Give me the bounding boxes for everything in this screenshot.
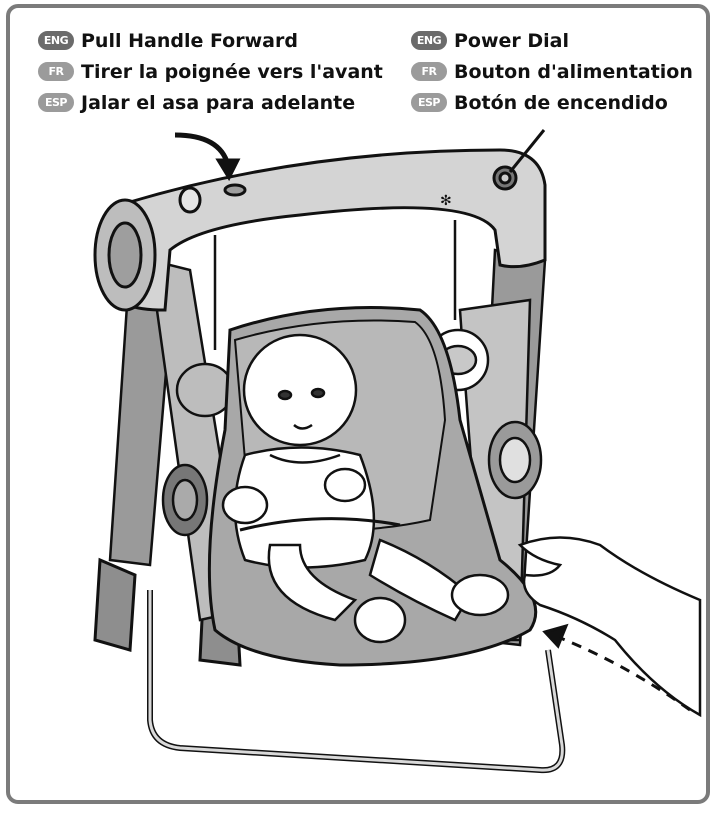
- lang-badge-esp: ESP: [411, 93, 447, 112]
- pull-handle-label-fr: Tirer la poignée vers l'avant: [81, 61, 383, 83]
- label-row-esp: ESP Jalar el asa para adelante: [38, 88, 383, 117]
- label-row-fr: FR Bouton d'alimentation: [411, 57, 693, 86]
- label-row-eng: ENG Power Dial: [411, 26, 693, 55]
- left-label-group: ENG Pull Handle Forward FR Tirer la poig…: [38, 26, 383, 119]
- pull-arrow: [175, 135, 238, 178]
- label-row-fr: FR Tirer la poignée vers l'avant: [38, 57, 383, 86]
- power-dial-label-eng: Power Dial: [454, 30, 569, 52]
- pull-handle-label-esp: Jalar el asa para adelante: [81, 92, 355, 114]
- hand: [520, 538, 700, 716]
- lang-badge-esp: ESP: [38, 93, 74, 112]
- lang-badge-fr: FR: [411, 62, 447, 81]
- power-dial-label-fr: Bouton d'alimentation: [454, 61, 693, 83]
- label-row-eng: ENG Pull Handle Forward: [38, 26, 383, 55]
- label-row-esp: ESP Botón de encendido: [411, 88, 693, 117]
- lang-badge-eng: ENG: [38, 31, 74, 50]
- svg-text:✻: ✻: [440, 193, 452, 209]
- lang-badge-eng: ENG: [411, 31, 447, 50]
- top-handle: ✻: [95, 150, 545, 310]
- lang-badge-fr: FR: [38, 62, 74, 81]
- power-dial-label-esp: Botón de encendido: [454, 92, 668, 114]
- right-label-group: ENG Power Dial FR Bouton d'alimentation …: [411, 26, 693, 119]
- pull-handle-label-eng: Pull Handle Forward: [81, 30, 298, 52]
